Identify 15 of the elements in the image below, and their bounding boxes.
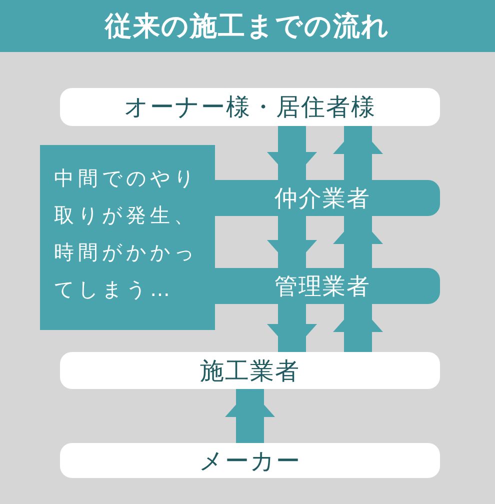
arrow	[225, 389, 275, 443]
stakeholder-box: メーカー	[60, 443, 440, 478]
stakeholder-box: オーナー様・居住者様	[60, 88, 440, 126]
arrow	[333, 216, 383, 268]
arrow	[267, 126, 317, 180]
arrow	[267, 216, 317, 268]
stakeholder-bar: 管理業者	[215, 268, 440, 304]
callout-text: 中間でのやり取りが発生、時間がかかってしまう…	[54, 165, 199, 303]
arrow	[267, 304, 317, 352]
arrow	[333, 304, 383, 352]
stakeholder-bar: 仲介業者	[215, 180, 440, 216]
arrow	[333, 126, 383, 180]
callout-box	[40, 145, 215, 330]
title-banner: 従来の施工までの流れ	[0, 0, 495, 52]
stakeholder-box: 施工業者	[60, 352, 440, 389]
